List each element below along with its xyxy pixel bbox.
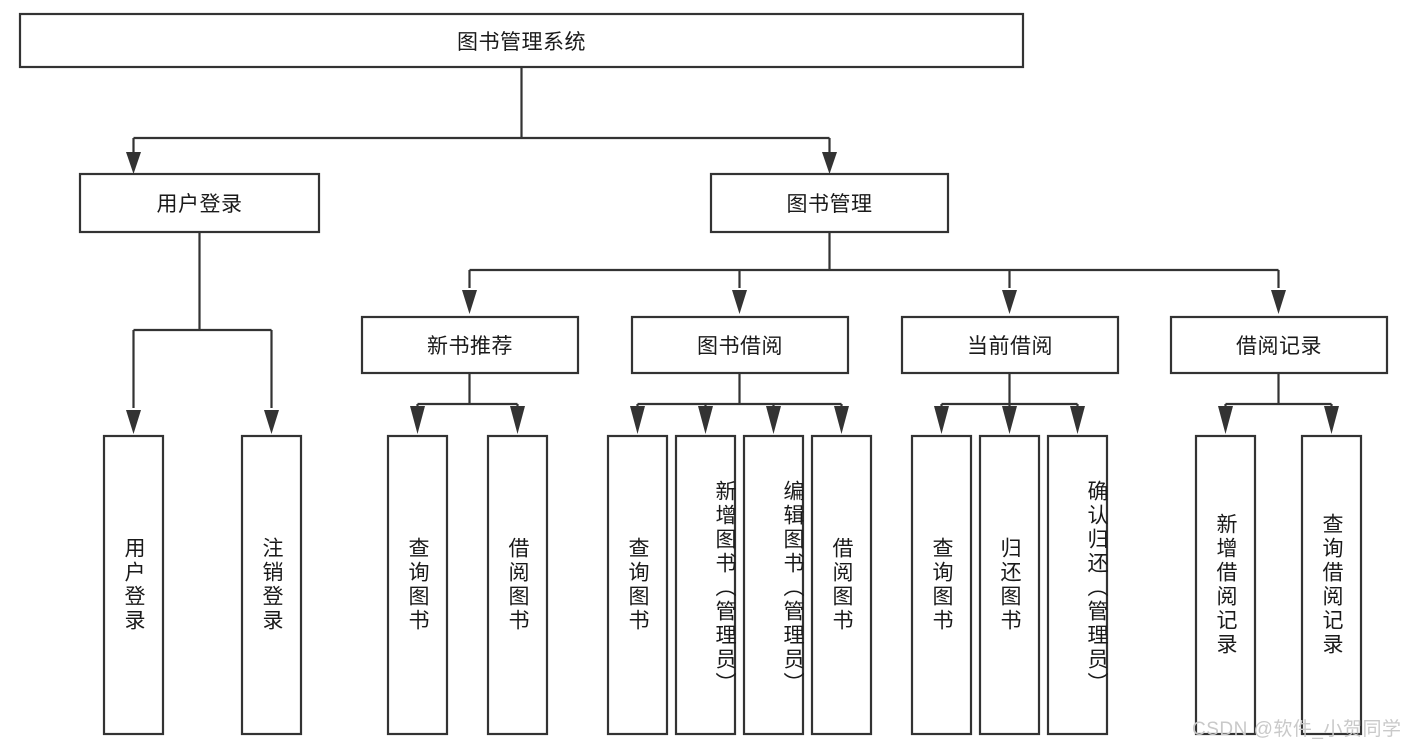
arrowhead-leaf-borrow-book-2 [834,406,849,434]
connector-layer [126,67,1339,434]
node-leaf-query-book-2[interactable] [606,434,669,736]
edge-current-borrow-bus [940,373,1079,410]
node-leaf-logout[interactable] [240,434,303,736]
node-leaf-confirm-return-admin[interactable] [1046,434,1109,736]
node-leaf-return-book[interactable] [978,434,1041,736]
node-leaf-borrow-book-2[interactable] [810,434,873,736]
node-user-login[interactable] [78,172,321,234]
node-leaf-query-book-1[interactable] [386,434,449,736]
node-leaf-edit-book-admin[interactable] [742,434,805,736]
edge-new-book-rec-bus [416,373,519,410]
arrowhead-leaf-user-login [126,410,141,434]
arrowhead-book-manage [822,152,837,174]
node-leaf-user-login[interactable] [102,434,165,736]
arrowhead-leaf-query-book-1 [410,406,425,434]
arrowhead-leaf-return-book [1002,406,1017,434]
edge-borrow-record-bus [1224,373,1333,410]
node-leaf-borrow-book-1[interactable] [486,434,549,736]
arrowhead-current-borrow [1002,290,1017,314]
arrowhead-leaf-query-record [1324,406,1339,434]
arrowhead-borrow-record [1271,290,1286,314]
arrowhead-leaf-confirm-return [1070,406,1085,434]
edge-user-login-bus [132,232,273,408]
csdn-watermark: CSDN @软件_小贺同学 [1192,719,1402,740]
arrowhead-new-book-rec [462,290,477,314]
node-book-manage[interactable] [709,172,950,234]
arrowhead-leaf-add-record [1218,406,1233,434]
arrowhead-leaf-query-book-2 [630,406,645,434]
edge-book-manage-bus [468,232,1280,288]
arrowhead-leaf-logout [264,410,279,434]
node-new-book-rec[interactable] [360,315,580,375]
arrowhead-leaf-edit-book [766,406,781,434]
node-leaf-add-book-admin[interactable] [674,434,737,736]
node-current-borrow[interactable] [900,315,1120,375]
node-book-borrow[interactable] [630,315,850,375]
arrowhead-book-borrow [732,290,747,314]
node-leaf-query-book-3[interactable] [910,434,973,736]
edge-book-borrow-bus [636,373,843,410]
node-leaf-query-record[interactable] [1300,434,1363,736]
arrowhead-leaf-query-book-3 [934,406,949,434]
node-borrow-record[interactable] [1169,315,1389,375]
node-layer [18,12,1389,736]
arrowhead-leaf-borrow-book-1 [510,406,525,434]
arrowhead-leaf-add-book [698,406,713,434]
node-root[interactable] [18,12,1025,69]
edge-root-bus [132,67,831,160]
arrowhead-user-login [126,152,141,174]
node-leaf-add-record[interactable] [1194,434,1257,736]
